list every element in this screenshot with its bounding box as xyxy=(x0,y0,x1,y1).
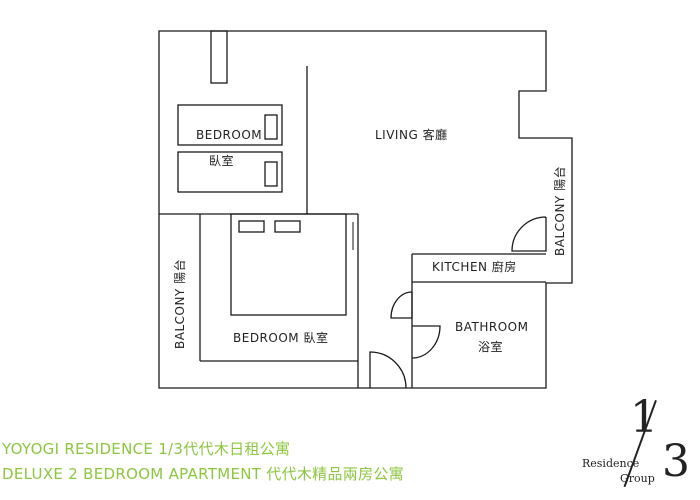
label-balcony-right: BALCONY 陽台 xyxy=(552,166,567,256)
door-balcony-right xyxy=(511,216,547,252)
bed-double xyxy=(230,213,347,316)
walls xyxy=(158,30,573,389)
label-bedroom-1-en: BEDROOM xyxy=(196,128,262,142)
label-living: LIVING 客廳 xyxy=(375,127,448,142)
label-balcony-left: BALCONY 陽台 xyxy=(172,259,187,349)
column xyxy=(210,30,228,84)
label-bedroom-2: BEDROOM 臥室 xyxy=(233,330,328,345)
door-kitchen xyxy=(390,291,413,319)
outer-wall xyxy=(158,30,573,389)
bed-1-pillow xyxy=(264,114,278,140)
bed-2 xyxy=(177,151,283,193)
label-bedroom-1-zh: 臥室 xyxy=(209,153,234,168)
bed-double-pillow-left xyxy=(238,220,265,233)
bed-double-pillow-right xyxy=(274,220,301,233)
logo-denominator: 3 xyxy=(662,436,690,487)
logo-word-residence: Residence xyxy=(582,457,640,470)
label-bathroom-zh: 浴室 xyxy=(478,339,503,354)
door-entrance xyxy=(369,351,407,389)
caption-apartment: DELUXE 2 BEDROOM APARTMENT 代代木精品兩房公寓 xyxy=(2,465,404,483)
bed-1 xyxy=(177,104,283,146)
door-bathroom xyxy=(411,325,441,359)
bed-2-pillow xyxy=(264,161,278,187)
caption-residence: YOYOGI RESIDENCE 1/3代代木日租公寓 xyxy=(2,440,291,458)
logo-word-group: Group xyxy=(620,472,655,485)
label-kitchen: KITCHEN 廚房 xyxy=(432,259,517,274)
label-bathroom-en: BATHROOM xyxy=(455,320,528,334)
